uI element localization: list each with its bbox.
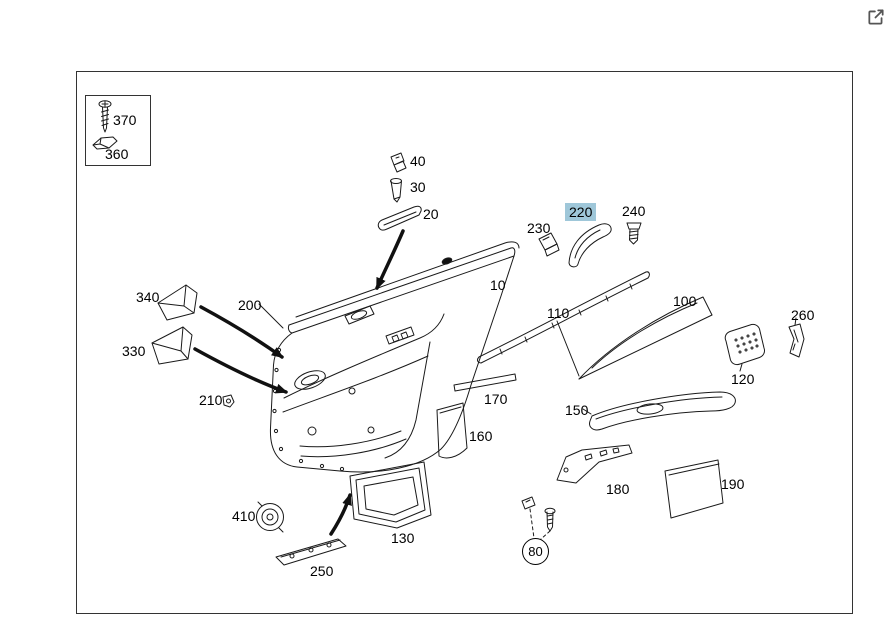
part-drawing-260-bracket [788,317,805,358]
part-drawing-220-trim [568,223,612,268]
part-drawing-160-panel [436,402,468,459]
part-label-130[interactable]: 130 [391,530,415,546]
part-drawing-370-screw [98,100,112,133]
part-label-110[interactable]: 110 [547,305,570,321]
part-label-220-highlighted[interactable]: 220 [565,203,597,221]
part-label-30[interactable]: 30 [410,179,426,195]
part-drawing-330-triangle-cover [151,326,193,365]
part-drawing-80-fasteners [521,496,556,540]
part-drawing-250-rail [275,538,347,566]
open-external-icon[interactable] [866,7,886,27]
part-label-160[interactable]: 160 [469,428,493,444]
part-drawing-190-panel [664,459,724,519]
part-label-100[interactable]: 100 [673,293,697,309]
part-drawing-30-pin [390,178,402,203]
part-label-330[interactable]: 330 [122,343,146,359]
part-label-210[interactable]: 210 [199,392,223,408]
part-drawing-340-triangle-cover [157,284,198,321]
part-drawing-110-trim-strip [476,271,650,377]
part-label-180[interactable]: 180 [606,481,630,497]
part-label-230[interactable]: 230 [527,220,551,236]
part-drawing-240-screw [626,222,642,245]
part-label-20[interactable]: 20 [423,206,439,222]
part-drawing-120-speaker-cover [724,323,765,372]
part-label-260[interactable]: 260 [791,307,815,323]
fastener-box [85,95,151,166]
part-label-80-circled[interactable]: 80 [522,538,549,565]
part-drawing-170-strip [453,373,517,392]
part-label-40[interactable]: 40 [410,153,426,169]
part-label-120[interactable]: 120 [731,371,755,387]
part-drawing-130-door-pocket [349,461,432,529]
part-label-170[interactable]: 170 [484,391,508,407]
part-label-340[interactable]: 340 [136,289,160,305]
part-drawing-40-clip [390,152,407,173]
part-drawing-door-panel [258,241,520,473]
part-label-250[interactable]: 250 [310,563,334,579]
part-drawing-230-clip [538,232,560,257]
part-drawing-150-armrest [582,391,736,431]
part-label-410[interactable]: 410 [232,508,256,524]
diagram-frame [76,71,853,614]
pointer-arrows [193,229,405,536]
part-label-190[interactable]: 190 [721,476,745,492]
part-label-150[interactable]: 150 [565,402,589,418]
part-drawing-180-bracket [556,444,633,484]
part-drawing-360-clip [92,136,118,150]
part-label-370[interactable]: 370 [113,112,137,128]
part-drawing-210-clip [222,394,235,408]
part-drawing-20-handle-strip [377,205,422,231]
part-label-240[interactable]: 240 [622,203,646,219]
part-label-10[interactable]: 10 [490,277,506,293]
part-drawing-100-window-frame [578,296,713,380]
part-label-200[interactable]: 200 [238,297,262,313]
part-label-360[interactable]: 360 [105,146,129,162]
part-drawing-410-speaker [256,501,284,533]
